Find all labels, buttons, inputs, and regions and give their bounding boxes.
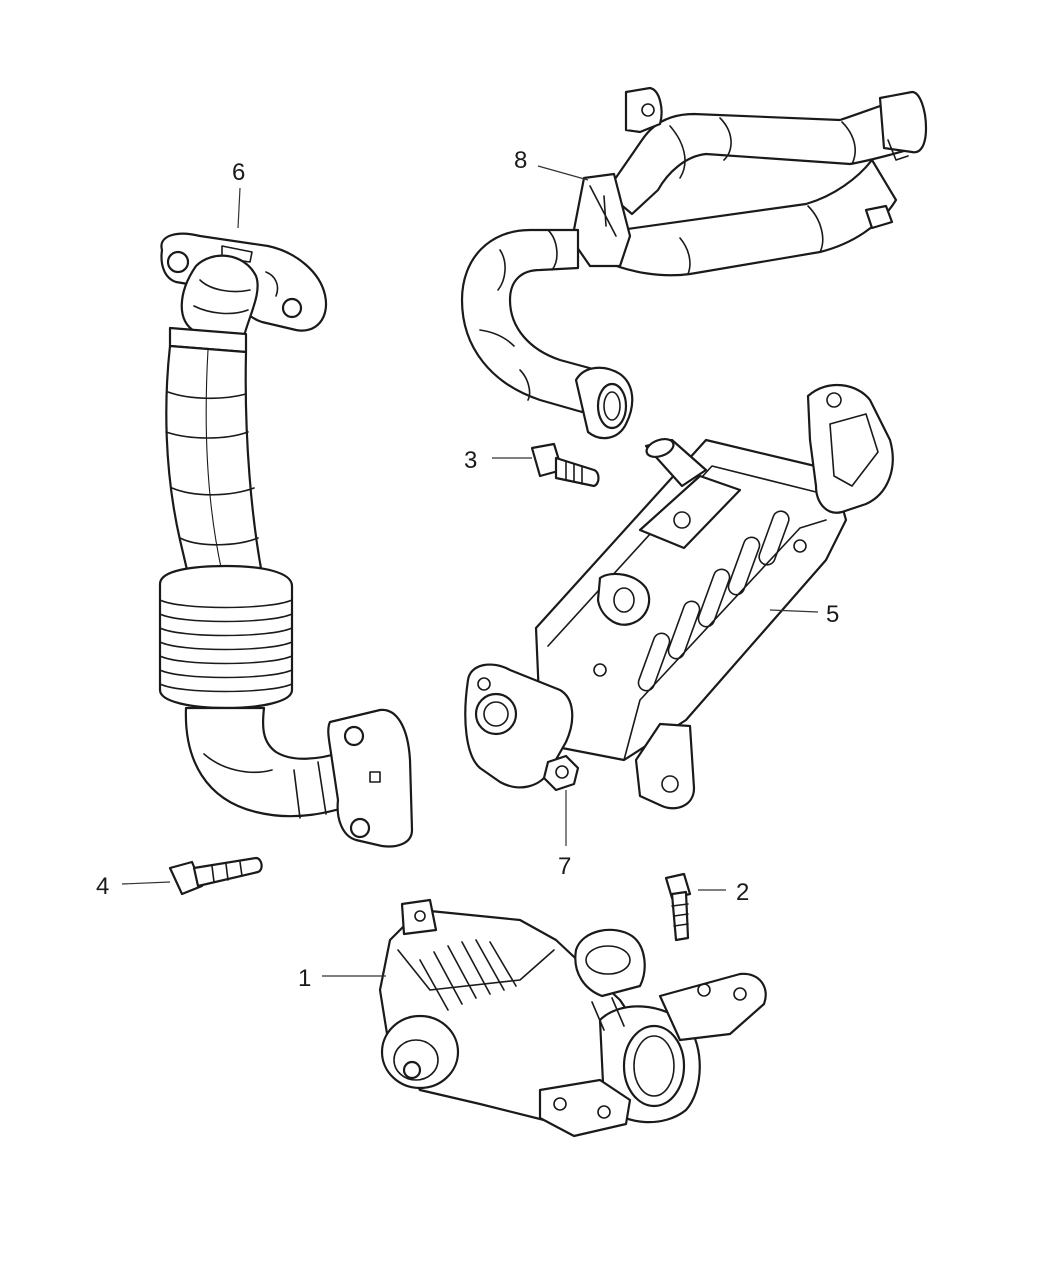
callout-1: 1 <box>298 965 311 992</box>
callout-5: 5 <box>826 601 839 628</box>
part-1-egr-valve[interactable] <box>378 898 767 1138</box>
callout-2: 2 <box>736 879 749 906</box>
leader-8 <box>537 165 589 181</box>
part-4-bolt[interactable] <box>168 856 263 896</box>
callout-8: 8 <box>514 147 527 174</box>
leader-5 <box>769 609 819 613</box>
leader-4 <box>121 881 171 885</box>
leader-6 <box>237 187 241 229</box>
callout-6: 6 <box>232 159 245 186</box>
part-3-bolt[interactable] <box>530 442 600 488</box>
callout-labels: 1 2 3 4 5 6 7 8 <box>96 147 839 992</box>
part-6-egr-tube[interactable] <box>158 232 414 848</box>
part-5-egr-cooler[interactable] <box>464 383 894 810</box>
callout-7: 7 <box>558 853 571 880</box>
part-7-nut[interactable] <box>542 754 580 792</box>
callout-3: 3 <box>464 447 477 474</box>
callout-4: 4 <box>96 873 109 900</box>
leader-lines <box>121 165 819 977</box>
part-8-coolant-hose[interactable] <box>460 86 928 440</box>
part-2-bolt[interactable] <box>664 872 692 942</box>
